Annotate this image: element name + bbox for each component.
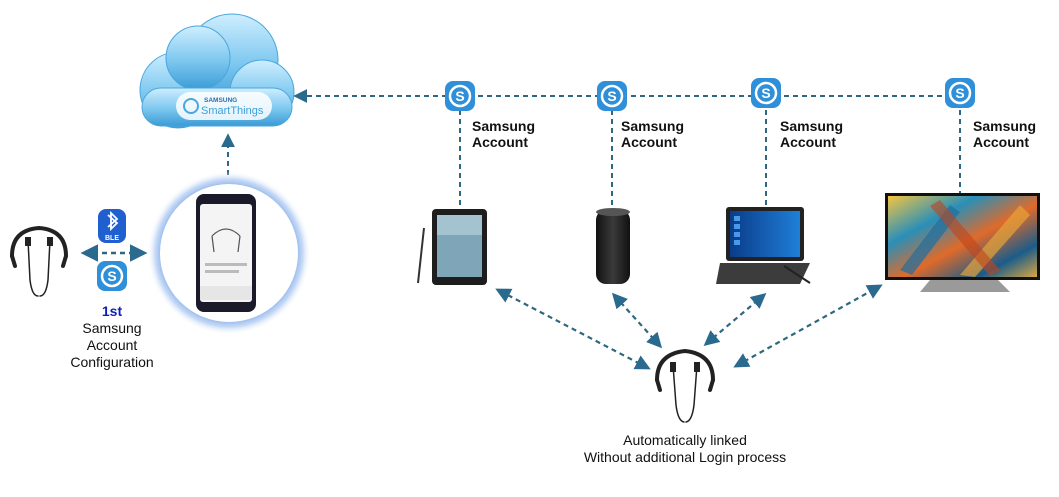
auto-link-line1: Automatically linked — [623, 432, 747, 448]
samsung-account-icon: S — [945, 78, 975, 108]
samsung-account-icon: S — [97, 261, 127, 291]
speaker-account-line1: Samsung — [621, 118, 685, 134]
neckband-headphones — [10, 225, 68, 297]
tablet — [417, 209, 487, 285]
tv-account-line2: Account — [973, 134, 1029, 150]
laptop-account-line2: Account — [780, 134, 836, 150]
auto-link-line2: Without additional Login process — [583, 449, 787, 465]
auto-link-caption: Automatically linked Without additional … — [545, 432, 825, 466]
tv-account-line1: Samsung — [973, 118, 1037, 134]
first-config-label: 1st Samsung Account Configuration — [52, 303, 172, 371]
speaker-account-line2: Account — [621, 134, 677, 150]
samsung-account-icon: S — [445, 81, 475, 111]
auto-link-arrows — [495, 284, 883, 370]
first-config-line4: Configuration — [70, 354, 154, 370]
tablet-account-line2: Account — [472, 134, 528, 150]
svg-text:S: S — [455, 88, 464, 104]
first-config-line1: 1st — [101, 303, 123, 319]
tablet-account-line1: Samsung — [472, 118, 536, 134]
device-connectors — [459, 110, 961, 207]
link-arrow-laptop — [703, 293, 767, 346]
laptop-account-line1: Samsung — [780, 118, 844, 134]
tablet-account-label: Samsung Account — [472, 118, 535, 150]
laptop — [716, 207, 811, 284]
first-config-line3: Account — [86, 337, 138, 353]
svg-text:S: S — [607, 88, 616, 104]
svg-text:S: S — [107, 268, 116, 284]
smart-speaker — [596, 208, 630, 284]
bluetooth-ble-icon — [98, 209, 126, 243]
svg-text:S: S — [761, 85, 770, 101]
speaker-account-label: Samsung Account — [621, 118, 684, 150]
neckband-headphones-linked — [655, 348, 715, 423]
link-arrow-tv — [733, 284, 883, 368]
smartthings-logo — [176, 92, 272, 120]
ble-label: BLE — [105, 235, 119, 242]
first-config-line2: Samsung — [82, 320, 142, 336]
smartthings-cloud — [139, 13, 295, 129]
tv-account-label: Samsung Account — [973, 118, 1036, 150]
link-arrow-speaker — [611, 292, 663, 349]
phone-headphones-icon — [211, 228, 241, 253]
laptop-account-label: Samsung Account — [780, 118, 843, 150]
samsung-account-icon: S — [751, 78, 781, 108]
tv — [885, 193, 1040, 292]
smartphone — [147, 171, 311, 335]
link-arrow-tablet — [495, 288, 651, 370]
samsung-account-icon: S — [597, 81, 627, 111]
cloud-brand-large: SmartThings — [201, 105, 264, 117]
cloud-brand-small: SAMSUNG — [204, 97, 237, 104]
account-icons: S S S S S — [97, 78, 975, 291]
svg-text:S: S — [955, 85, 964, 101]
smartthings-ring-icon — [183, 98, 199, 114]
